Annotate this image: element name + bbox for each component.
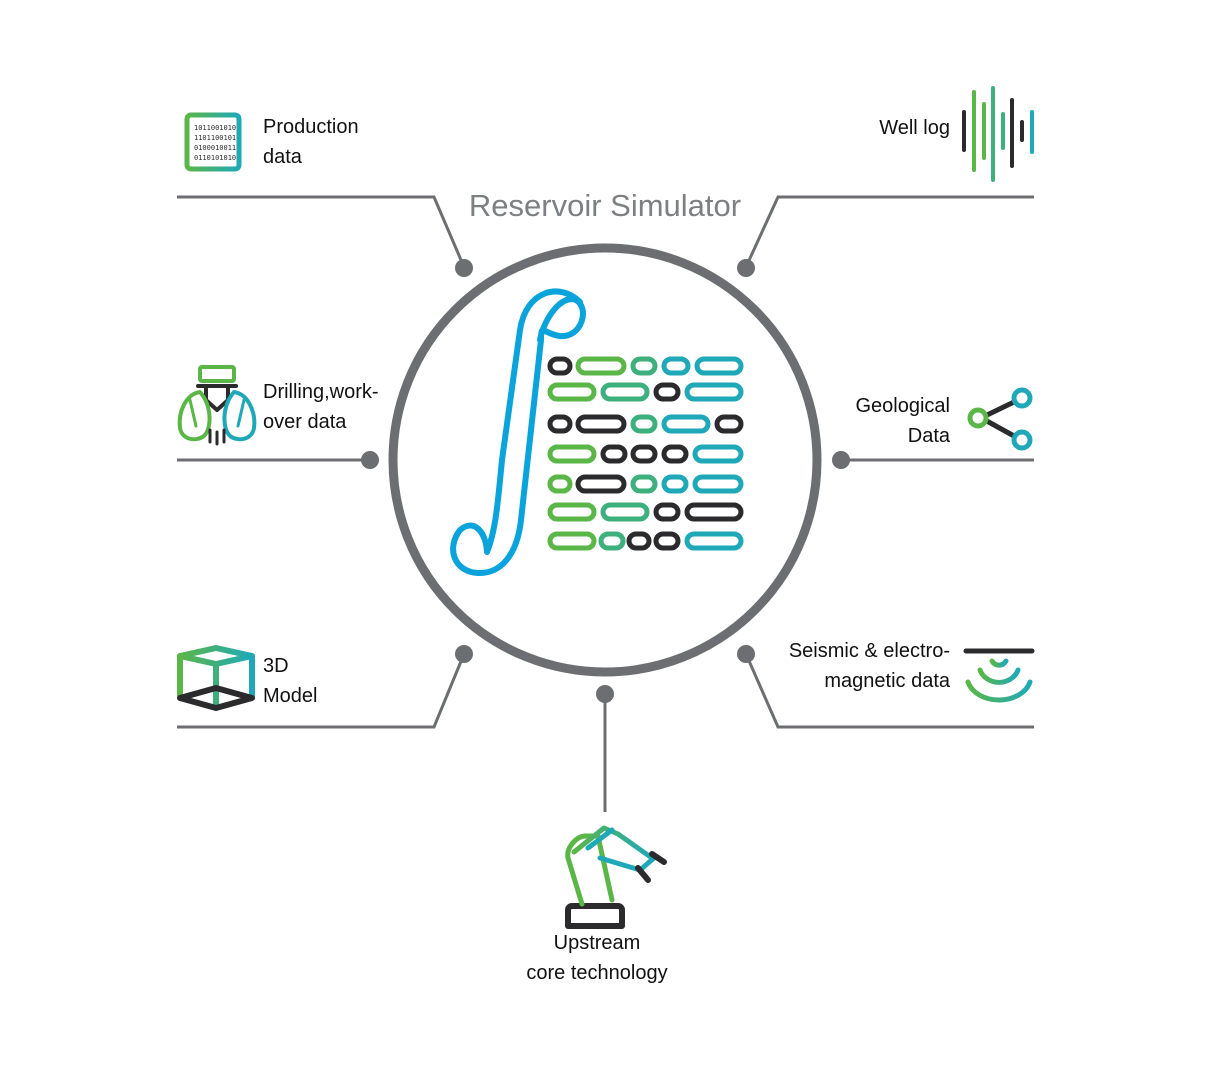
label-well-log: Well log: [879, 117, 950, 139]
share-icon: [967, 387, 1033, 451]
chip-icon: 1011001010 1101100101 0100010011 0110101…: [174, 102, 252, 182]
svg-text:0110101010: 0110101010: [194, 154, 236, 162]
connector-seismic: [744, 653, 1034, 729]
connector-dots: [361, 259, 850, 703]
signal-waves-icon: [963, 648, 1035, 703]
cube-icon: [177, 645, 255, 711]
svg-text:1101100101: 1101100101: [194, 134, 236, 142]
data-grid: [547, 356, 744, 551]
drill-bit-icon: [177, 365, 257, 446]
connectors: [177, 195, 1034, 812]
connector-well-log: [744, 195, 1034, 268]
connector-production: [177, 195, 466, 268]
connector-3d-model: [177, 653, 466, 729]
label-drilling-workover-data: Drilling,work-over data: [263, 381, 379, 433]
svg-text:0100010011: 0100010011: [194, 144, 236, 152]
svg-text:1011001010: 1011001010: [194, 124, 236, 132]
integral-icon: [450, 288, 586, 577]
simulator-ring: [388, 243, 822, 677]
diagram-title: Reservoir Simulator: [468, 188, 742, 223]
robot-arm-icon: [565, 825, 667, 929]
label-seismic-data: Seismic & electro-magnetic data: [788, 640, 950, 692]
waveform-icon: [962, 86, 1034, 182]
